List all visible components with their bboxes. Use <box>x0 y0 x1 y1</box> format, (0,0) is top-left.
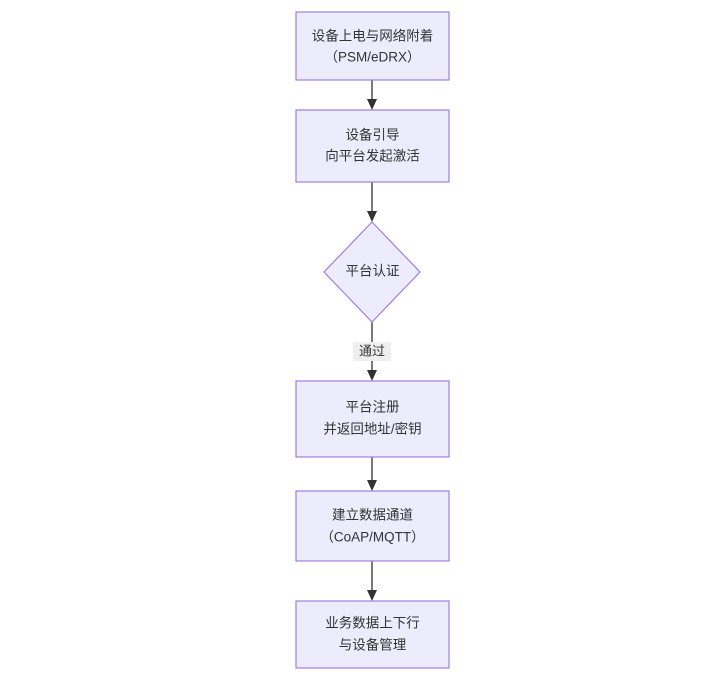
node-label-line1: 设备引导 <box>346 127 400 143</box>
edge-n1-n2 <box>367 80 377 110</box>
node-device-bootstrap[interactable]: 设备引导 向平台发起激活 <box>295 109 450 183</box>
node-label-line2: 并返回地址/密钥 <box>323 421 421 437</box>
node-label-line1: 设备上电与网络附着 <box>312 28 434 44</box>
edge-group: 通过 <box>353 80 391 601</box>
node-data-channel-setup[interactable]: 建立数据通道 （CoAP/MQTT） <box>295 490 450 562</box>
edge-label-pass: 通过 <box>359 343 385 358</box>
node-shape-rect[interactable] <box>295 109 450 183</box>
arrowhead-icon <box>367 590 377 601</box>
node-group: 设备上电与网络附着 （PSM/eDRX） 设备引导 向平台发起激活 平台认证 平… <box>295 11 450 669</box>
node-shape-diamond[interactable] <box>323 221 421 323</box>
node-label-line1: 平台注册 <box>346 400 400 415</box>
node-label-line1: 建立数据通道 <box>332 508 413 523</box>
node-business-data-and-device-management[interactable]: 业务数据上下行 与设备管理 <box>295 600 450 669</box>
edge-n3-n4: 通过 <box>353 322 391 381</box>
node-shape-rect[interactable] <box>295 490 450 562</box>
arrowhead-icon <box>367 99 377 110</box>
edge-label-background <box>353 342 391 361</box>
arrowhead-icon <box>367 370 377 381</box>
node-shape-rect[interactable] <box>295 600 450 669</box>
node-device-power-on[interactable]: 设备上电与网络附着 （PSM/eDRX） <box>295 11 450 81</box>
node-shape-rect[interactable] <box>295 380 450 458</box>
node-platform-registration[interactable]: 平台注册 并返回地址/密钥 <box>295 380 450 458</box>
edge-n5-n6 <box>367 561 377 601</box>
arrowhead-icon <box>367 480 377 491</box>
arrowhead-icon <box>367 211 377 222</box>
edge-n4-n5 <box>367 457 377 491</box>
node-platform-authentication[interactable]: 平台认证 <box>323 221 421 323</box>
node-shape-rect[interactable] <box>295 11 450 81</box>
node-label-line2: （CoAP/MQTT） <box>320 530 424 545</box>
node-label-line1: 平台认证 <box>346 264 400 279</box>
edge-n2-n3 <box>367 182 377 222</box>
node-label-line2: 与设备管理 <box>339 637 407 653</box>
node-label-line2: （PSM/eDRX） <box>324 50 420 65</box>
node-label-line2: 向平台发起激活 <box>325 149 420 164</box>
node-label-line1: 业务数据上下行 <box>325 616 420 631</box>
